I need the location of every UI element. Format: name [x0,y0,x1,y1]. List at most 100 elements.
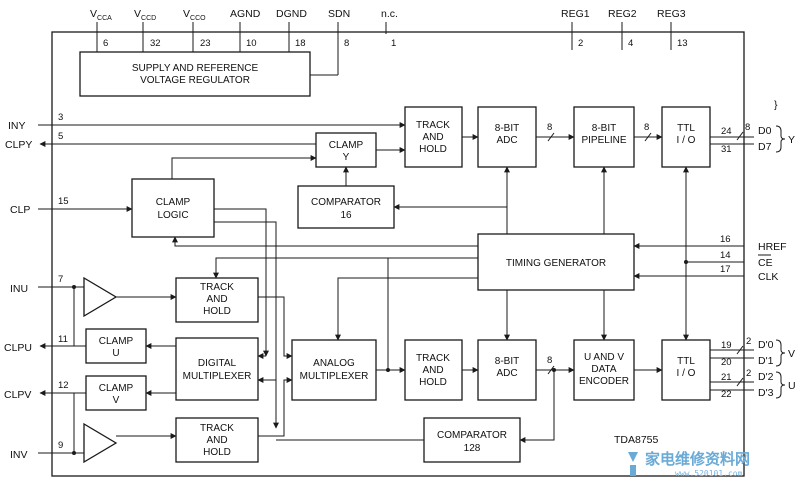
svg-text:TRACK: TRACK [416,120,450,131]
svg-text:VOLTAGE REGULATOR: VOLTAGE REGULATOR [140,75,250,86]
digital-mux-block: DIGITAL MULTIPLEXER [175,337,259,401]
svg-text:23: 23 [200,38,211,49]
svg-text:U AND V: U AND V [584,352,624,363]
svg-text:21: 21 [721,372,732,383]
svg-text:8: 8 [547,355,552,366]
svg-text:I / O: I / O [677,368,696,379]
top-pin-reg2: REG2 4 [608,8,637,50]
analog-mux-block: ANALOG MULTIPLEXER [291,339,377,401]
svg-text:8-BIT: 8-BIT [495,123,519,134]
svg-text:TTL: TTL [677,123,695,134]
svg-text:AND: AND [422,365,443,376]
svg-text:6: 6 [103,38,108,49]
svg-text:22: 22 [721,389,732,400]
svg-text:Y: Y [343,152,350,163]
svg-text:HOLD: HOLD [419,144,447,155]
svg-text:AND: AND [206,435,227,446]
svg-text:10: 10 [246,38,257,49]
svg-text:4: 4 [628,38,633,49]
svg-text:CLPY: CLPY [5,139,32,151]
buffer-u-amp [83,276,118,318]
chip-name: TDA8755 [614,434,659,446]
svg-text:8: 8 [745,122,750,133]
svg-text:www.520101.com: www.520101.com [675,469,743,478]
svg-text:15: 15 [58,196,69,207]
svg-text:VCCD: VCCD [134,8,156,22]
svg-text:HOLD: HOLD [419,377,447,388]
svg-text:TRACK: TRACK [200,282,234,293]
svg-text:SUPPLY AND REFERENCE: SUPPLY AND REFERENCE [132,63,259,74]
svg-text:14: 14 [720,250,731,261]
svg-text:REG3: REG3 [657,8,686,20]
svg-text:2: 2 [746,336,751,347]
top-pin-vcca: VCCA 6 [90,8,112,52]
svg-text:8-BIT: 8-BIT [592,123,616,134]
svg-text:INV: INV [10,449,28,461]
svg-text:TIMING GENERATOR: TIMING GENERATOR [506,258,606,269]
svg-text:CLK: CLK [758,271,778,283]
svg-text:24: 24 [721,126,732,137]
top-pin-reg3: REG3 13 [657,8,688,50]
svg-text:D'3: D'3 [758,387,774,399]
svg-text:7: 7 [58,274,63,285]
svg-text:2: 2 [578,38,583,49]
svg-text:n.c.: n.c. [381,8,398,20]
svg-text:家电维修资料网: 家电维修资料网 [645,450,750,468]
svg-text:CLAMP: CLAMP [99,336,134,347]
watermark: 家电维修资料网 www.520101.com [628,450,750,478]
track-hold-u-block: TRACK AND HOLD [175,277,259,323]
svg-text:16: 16 [340,210,352,221]
left-pin-inv: INV 9 [10,440,74,461]
v-output: 19 20 2 D'0 D'1 V [710,336,795,368]
svg-text:D'1: D'1 [758,355,774,367]
svg-text:VCCA: VCCA [90,8,112,22]
right-pin-ce: 14 CE [684,250,773,269]
uv-encoder-block: U AND V DATA ENCODER [573,339,635,401]
clamp-v-block: CLAMP V [85,375,147,411]
svg-text:ADC: ADC [496,135,517,146]
adc-y-block: 8-BIT ADC [477,106,537,168]
svg-text:16: 16 [720,234,731,245]
clamp-logic-block: CLAMP LOGIC [131,178,215,238]
buffer-v-amp [83,422,118,464]
top-pin-nc: n.c. 1 [381,8,398,49]
pipeline-block: 8-BIT PIPELINE [573,106,635,168]
svg-text:HOLD: HOLD [203,306,231,317]
svg-text:U: U [112,348,119,359]
svg-text:2: 2 [746,368,751,379]
svg-text:CLPV: CLPV [4,389,31,401]
left-pin-inu: INU 7 [10,274,84,295]
top-pin-sdn: SDN 8 [310,8,350,76]
top-pin-vccd: VCCD 32 [134,8,161,52]
svg-text:CLPU: CLPU [4,342,32,354]
svg-text:MULTIPLEXER: MULTIPLEXER [183,371,252,382]
svg-text:3: 3 [58,112,63,123]
svg-text:SDN: SDN [328,8,350,20]
svg-text:ADC: ADC [496,368,517,379]
svg-text:13: 13 [677,38,688,49]
clamp-y-block: CLAMP Y [315,132,377,168]
svg-text:11: 11 [58,334,68,345]
svg-text:ENCODER: ENCODER [579,376,629,387]
svg-text:DATA: DATA [591,364,617,375]
svg-text:128: 128 [464,443,481,454]
svg-text:TRACK: TRACK [200,423,234,434]
svg-text:MULTIPLEXER: MULTIPLEXER [300,371,369,382]
top-pin-dgnd: DGND 18 [276,8,307,52]
comparator-128-block: COMPARATOR 128 [423,417,521,463]
clamp-u-block: CLAMP U [85,328,147,364]
svg-text:DIGITAL: DIGITAL [198,358,237,369]
svg-text:REG2: REG2 [608,8,637,20]
svg-text:INU: INU [10,283,28,295]
chip-frame [51,31,745,477]
svg-text:ANALOG: ANALOG [313,358,355,369]
svg-text:REG1: REG1 [561,8,590,20]
svg-text:9: 9 [58,440,63,451]
track-hold-v-block: TRACK AND HOLD [175,417,259,463]
svg-text:HREF: HREF [758,241,787,253]
adc-uv-block: 8-BIT ADC [477,339,537,401]
svg-text:DGND: DGND [276,8,307,20]
comparator-16-block: COMPARATOR 16 [297,185,395,229]
svg-text:8: 8 [644,122,649,133]
